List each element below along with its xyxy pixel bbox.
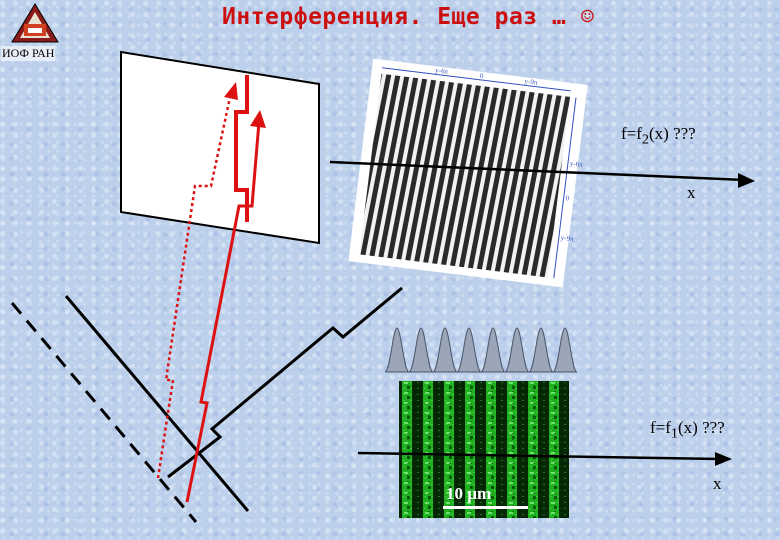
axis-x-top-arrowhead (738, 173, 755, 188)
scale-bar (443, 506, 528, 509)
intensity-profile (385, 328, 577, 372)
axis-x-bottom-label: x (713, 474, 722, 494)
formula-f1: f=f1(x) ??? (650, 418, 725, 442)
fringe-pattern-gray: y-6π 0 y-9π y-6π 0 y-9π (348, 59, 593, 288)
inset-label-top-right: y-9π (524, 77, 538, 87)
inset-label-right-upper: y-6π (569, 159, 583, 169)
formula-f2: f=f2(x) ??? (621, 124, 696, 148)
mirror-solid-left (66, 296, 248, 511)
scale-bar-label: 10 µm (446, 484, 491, 504)
mirror-solid-stepped (168, 288, 402, 477)
screen-plane (121, 52, 319, 243)
inset-label-right-lower: y-9π (560, 234, 574, 244)
axis-x-top-label: x (687, 183, 696, 203)
axis-x-bottom-arrowhead (715, 452, 732, 466)
inset-label-top-left: y-6π (435, 66, 449, 76)
